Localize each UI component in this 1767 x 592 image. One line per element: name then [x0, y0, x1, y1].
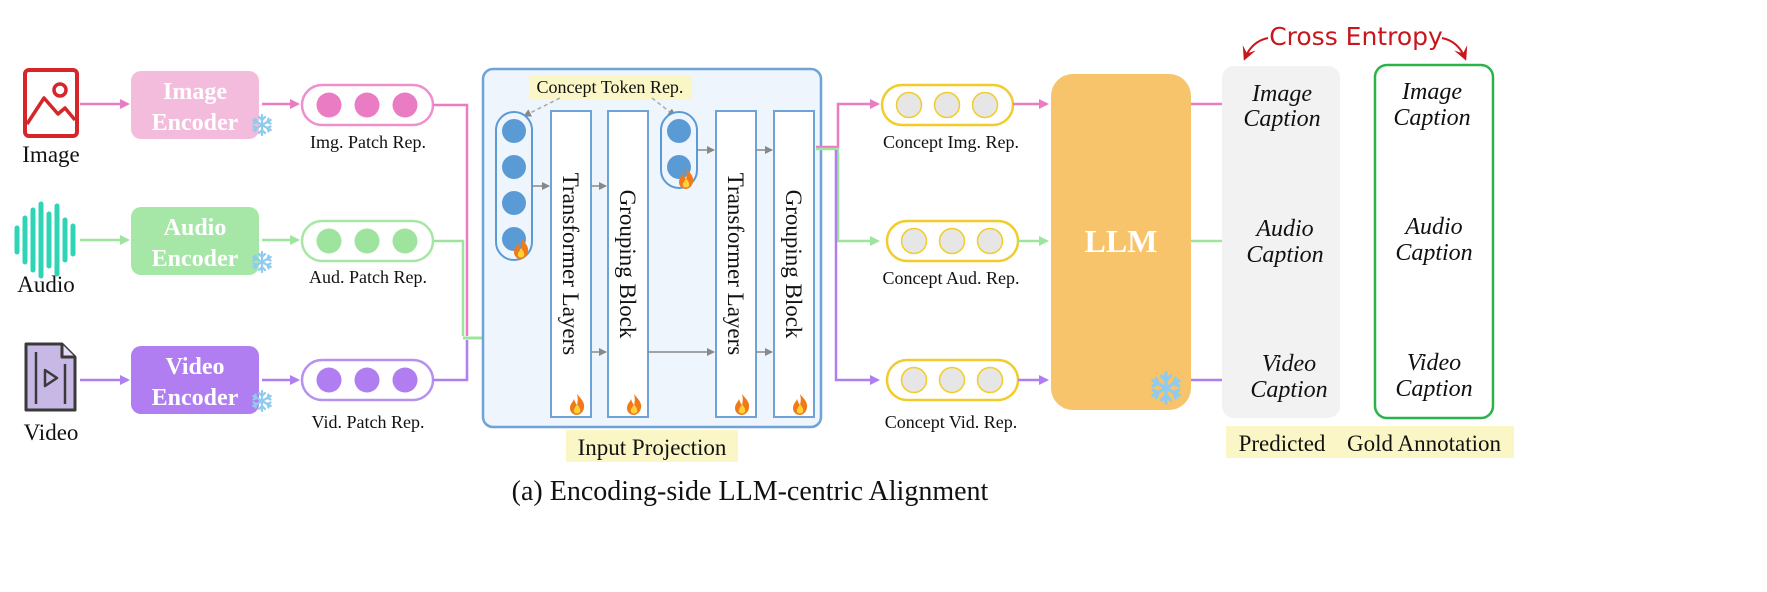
predicted-audio-caption: Audio Caption — [1246, 216, 1323, 268]
predicted-image-caption: Image Caption — [1243, 81, 1320, 132]
image-icon — [23, 68, 79, 138]
vid-patch-rep — [300, 358, 435, 402]
aud-patch-rep-label: Aud. Patch Rep. — [309, 267, 427, 287]
concept-img-rep — [880, 83, 1015, 127]
input-label-video: Video — [24, 420, 79, 445]
gold-image-caption: Image Caption — [1393, 79, 1470, 131]
svg-text:Image: Image — [1251, 81, 1312, 107]
concept-token-column-2 — [660, 111, 698, 189]
audio-encoder: Audio Encoder — [131, 207, 272, 275]
gold-audio-caption: Audio Caption — [1395, 214, 1472, 266]
svg-text:Video: Video — [165, 354, 224, 380]
predicted-video-caption: Video Caption — [1250, 351, 1327, 403]
cross-entropy-label: Cross Entropy — [1269, 22, 1443, 51]
video-encoder: Video Encoder — [131, 346, 272, 414]
concept-vid-rep — [885, 358, 1020, 402]
input-projection-label: Input Projection — [578, 435, 727, 460]
vid-patch-rep-label: Vid. Patch Rep. — [312, 412, 425, 432]
svg-text:Caption: Caption — [1246, 242, 1323, 268]
arrow-proj-to-concept-vid — [834, 150, 880, 385]
concept-token-label-highlight — [529, 75, 692, 99]
input-label-audio: Audio — [17, 272, 75, 297]
projection-internal-arrows — [532, 146, 773, 356]
gold-video-caption: Video Caption — [1395, 350, 1472, 402]
svg-text:Caption: Caption — [1393, 105, 1470, 131]
svg-text:Grouping Block: Grouping Block — [781, 190, 806, 339]
llm-block: LLM — [1051, 74, 1191, 410]
image-encoder: Image Encoder — [131, 71, 272, 139]
merge-line-audio — [433, 239, 465, 336]
concept-aud-rep-label: Concept Aud. Rep. — [883, 268, 1020, 288]
video-file-icon — [24, 342, 77, 412]
svg-text:Caption: Caption — [1395, 240, 1472, 266]
concept-img-rep-label: Concept Img. Rep. — [883, 132, 1019, 152]
svg-text:Video: Video — [1407, 350, 1461, 376]
arrow-proj-to-concept-aud — [816, 147, 880, 246]
llm-label: LLM — [1085, 223, 1158, 259]
predicted-panel — [1222, 66, 1340, 418]
aud-patch-rep — [300, 219, 435, 263]
svg-text:Audio: Audio — [1403, 214, 1462, 240]
arrow-proj-to-concept-img — [816, 99, 880, 149]
transformer-layers-2: Transformer Layers — [715, 110, 757, 418]
merge-line-video — [433, 340, 469, 382]
svg-text:Caption: Caption — [1243, 106, 1320, 132]
input-projection-label-highlight — [566, 430, 738, 462]
svg-text:Video: Video — [1262, 351, 1316, 377]
audio-waveform-icon — [14, 201, 76, 279]
img-patch-rep — [300, 83, 435, 127]
transformer-layers-1: Transformer Layers — [550, 110, 592, 418]
svg-text:Caption: Caption — [1395, 376, 1472, 402]
predicted-label: Predicted — [1239, 431, 1326, 456]
gold-panel — [1373, 63, 1495, 420]
gold-annotation-label: Gold Annotation — [1347, 431, 1501, 456]
svg-text:Encoder: Encoder — [152, 246, 239, 272]
svg-text:Grouping Block: Grouping Block — [615, 190, 640, 339]
grouping-block-2: Grouping Block — [773, 110, 815, 418]
svg-text:Audio: Audio — [164, 215, 227, 241]
svg-text:Image: Image — [1401, 79, 1462, 105]
svg-text:Transformer Layers: Transformer Layers — [558, 173, 583, 356]
img-patch-rep-label: Img. Patch Rep. — [310, 132, 426, 152]
svg-text:Caption: Caption — [1250, 377, 1327, 403]
svg-text:Image: Image — [163, 79, 227, 105]
grouping-block-1: Grouping Block — [607, 110, 649, 418]
concept-token-column-1 — [495, 111, 533, 261]
merge-line-image — [433, 103, 469, 336]
input-label-image: Image — [22, 142, 79, 167]
concept-aud-rep — [885, 219, 1020, 263]
svg-text:Encoder: Encoder — [152, 110, 239, 136]
concept-vid-rep-label: Concept Vid. Rep. — [885, 412, 1018, 432]
svg-text:Transformer Layers: Transformer Layers — [723, 173, 748, 356]
figure-caption: (a) Encoding-side LLM-centric Alignment — [512, 476, 989, 507]
result-labels-highlight — [1226, 426, 1514, 458]
input-projection-box — [481, 67, 823, 429]
loss-arrow-right — [1441, 37, 1468, 61]
loss-arrow-left — [1242, 37, 1269, 61]
svg-text:Audio: Audio — [1254, 216, 1313, 242]
svg-text:Encoder: Encoder — [152, 385, 239, 411]
concept-token-label: Concept Token Rep. — [537, 77, 684, 97]
